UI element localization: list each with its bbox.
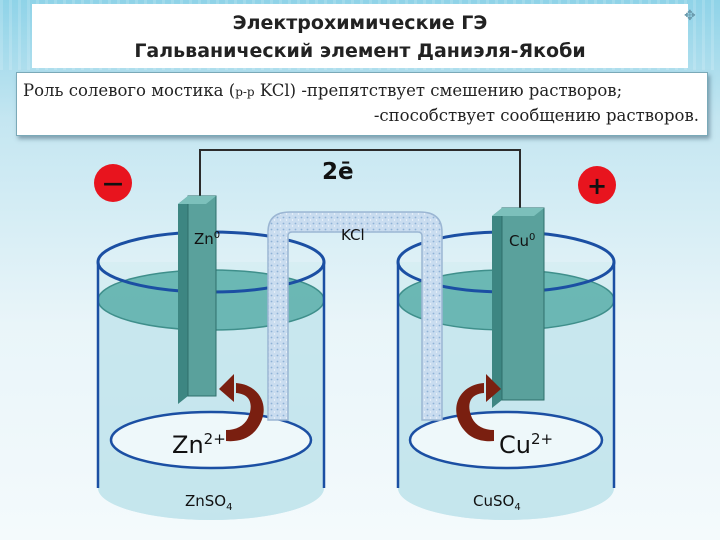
role-suffix: ) -препятствует смешению растворов;	[289, 81, 623, 100]
zinc-dissolution-arrow	[219, 374, 264, 442]
zinc-sulfate-label: ZnSO4	[185, 492, 233, 513]
copper-electrode-label: Cu0	[509, 232, 535, 250]
copper-symbol: Cu	[509, 232, 529, 250]
copper-sulfate-sub: 4	[514, 502, 521, 513]
anode-minus-sign: —	[94, 164, 132, 202]
electron-transfer-label: 2ē	[322, 159, 354, 185]
copper-deposition-arrow	[456, 374, 501, 442]
role-prefix: Роль солевого мостика (	[23, 81, 236, 100]
right-beaker-bottom	[408, 410, 604, 470]
copper-ion-label: Cu2+	[499, 430, 553, 459]
zinc-ion-symbol: Zn	[172, 431, 204, 459]
zinc-charge: 0	[213, 230, 221, 241]
copper-ion-symbol: Cu	[499, 431, 531, 459]
salt-bridge	[267, 211, 443, 421]
title-line-2: Гальванический элемент Даниэля-Якоби	[134, 40, 586, 62]
cathode-plus-sign: +	[578, 166, 616, 204]
zinc-symbol: Zn	[194, 230, 214, 248]
copper-charge: 0	[528, 232, 536, 243]
plus-sign-text: +	[587, 172, 607, 200]
salt-bridge-role-box: Роль солевого мостика (р-р KCl) -препятс…	[16, 72, 708, 136]
zinc-ion-charge: 2+	[203, 430, 226, 448]
minus-sign-text: —	[103, 171, 123, 195]
title-line-1: Электрохимические ГЭ	[232, 12, 488, 34]
left-beaker-bottom	[109, 410, 313, 470]
zinc-ion-label: Zn2+	[172, 430, 226, 459]
external-wire	[199, 149, 521, 210]
role-line-2: -способствует сообщению растворов.	[373, 106, 699, 125]
zinc-electrode	[178, 195, 217, 404]
zinc-sulfate-sub: 4	[226, 502, 233, 513]
salt-bridge-label: KCl	[341, 226, 365, 244]
copper-sulfate-main: CuSO	[473, 492, 515, 510]
title-box: Электрохимические ГЭ Гальванический элем…	[32, 4, 688, 68]
role-line-1: Роль солевого мостика (р-р KCl) -препятс…	[23, 81, 622, 100]
copper-sulfate-label: CuSO4	[473, 492, 521, 513]
copper-electrode	[492, 207, 545, 408]
role-small-text: р-р	[235, 85, 255, 99]
corner-decoration-icon: ✥	[684, 8, 696, 24]
zinc-electrode-label: Zn0	[194, 230, 220, 248]
copper-ion-charge: 2+	[530, 430, 554, 448]
role-kcl: KCl	[254, 81, 290, 100]
zinc-sulfate-main: ZnSO	[185, 492, 227, 510]
